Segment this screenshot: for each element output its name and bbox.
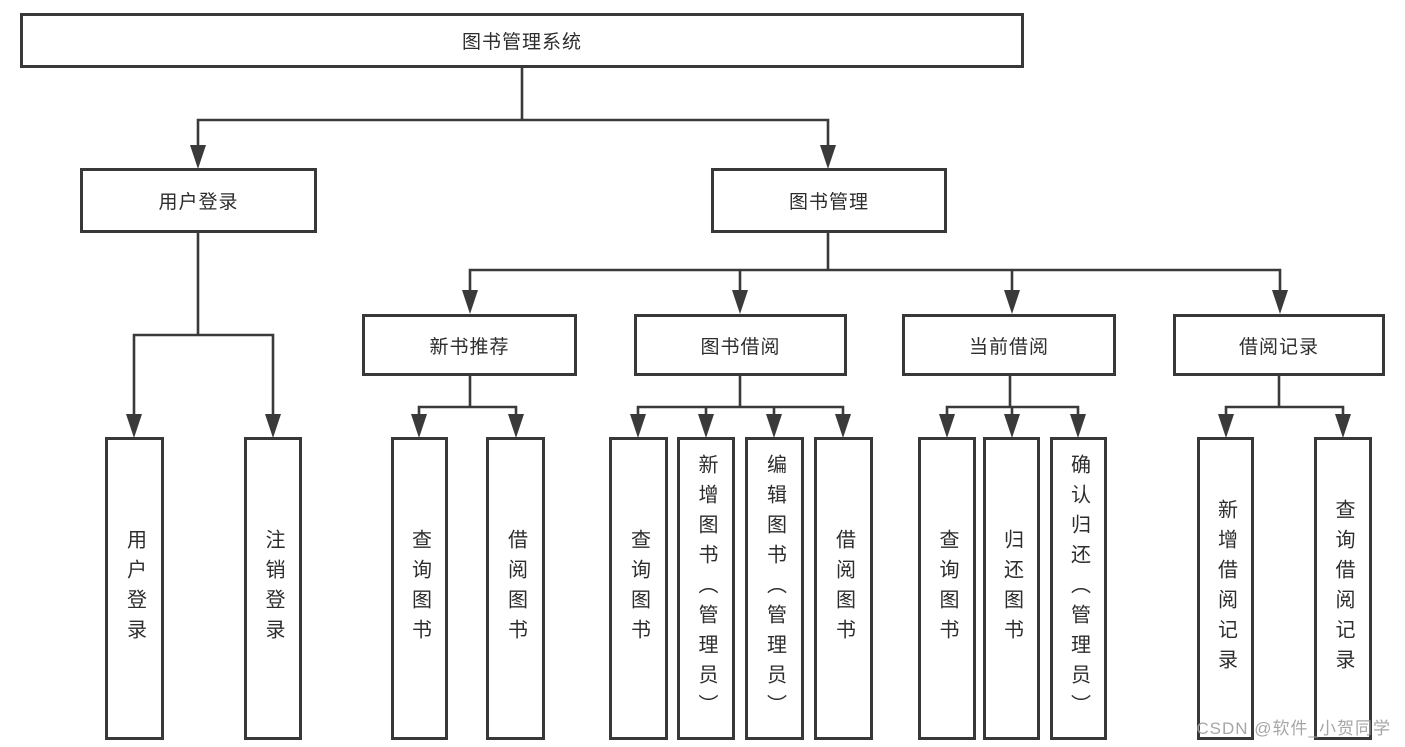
node-branch-user-login-label: 用户登录 — [158, 192, 239, 213]
node-leaf-borrow-books-1-label: 借阅图书 — [504, 528, 527, 649]
node-leaf-query-books-3-label: 查询图书 — [936, 528, 958, 649]
node-leaf-edit-books-admin-label: 编辑图书（管理员） — [763, 453, 786, 724]
node-leaf-add-borrow-record-label: 新增借阅记录 — [1214, 498, 1237, 679]
node-leaf-query-books-1-label: 查询图书 — [408, 528, 431, 649]
node-leaf-borrow-books-1: 借阅图书 — [486, 437, 545, 740]
node-leaf-edit-books-admin: 编辑图书（管理员） — [745, 437, 804, 740]
node-module-current-borrow-label: 当前借阅 — [968, 336, 1049, 358]
node-leaf-confirm-return-admin: 确认归还（管理员） — [1050, 437, 1107, 740]
node-root-system: 图书管理系统 — [20, 13, 1024, 68]
node-module-current-borrow: 当前借阅 — [902, 314, 1116, 376]
node-leaf-return-books-label: 归还图书 — [1000, 528, 1023, 649]
node-module-borrow-records: 借阅记录 — [1173, 314, 1385, 376]
node-leaf-query-books-1: 查询图书 — [391, 437, 448, 740]
node-leaf-add-books-admin-label: 新增图书（管理员） — [695, 453, 717, 724]
node-leaf-logout-label: 注销登录 — [262, 528, 284, 649]
csdn-watermark: CSDN @软件_小贺同学 — [1196, 719, 1391, 738]
node-leaf-user-login-label: 用户登录 — [123, 528, 146, 649]
node-leaf-borrow-books-2-label: 借阅图书 — [832, 528, 855, 649]
node-leaf-query-books-2: 查询图书 — [609, 437, 668, 740]
node-branch-book-management: 图书管理 — [711, 168, 947, 233]
node-leaf-add-borrow-record: 新增借阅记录 — [1197, 437, 1254, 740]
node-leaf-query-borrow-record: 查询借阅记录 — [1314, 437, 1372, 740]
node-leaf-logout: 注销登录 — [244, 437, 302, 740]
node-leaf-user-login: 用户登录 — [105, 437, 164, 740]
node-module-new-book-recommend: 新书推荐 — [362, 314, 577, 376]
node-module-book-borrow-label: 图书借阅 — [700, 336, 781, 358]
node-branch-user-login: 用户登录 — [80, 168, 317, 233]
node-leaf-borrow-books-2: 借阅图书 — [814, 437, 873, 740]
node-leaf-query-books-3: 查询图书 — [918, 437, 976, 740]
node-leaf-query-books-2-label: 查询图书 — [627, 528, 650, 649]
node-leaf-query-borrow-record-label: 查询借阅记录 — [1332, 498, 1354, 679]
node-leaf-add-books-admin: 新增图书（管理员） — [677, 437, 735, 740]
node-module-new-book-recommend-label: 新书推荐 — [429, 336, 510, 358]
node-leaf-confirm-return-admin-label: 确认归还（管理员） — [1067, 453, 1090, 724]
node-module-borrow-records-label: 借阅记录 — [1238, 336, 1319, 358]
node-module-book-borrow: 图书借阅 — [634, 314, 847, 376]
node-branch-book-management-label: 图书管理 — [788, 192, 869, 213]
node-root-label: 图书管理系统 — [461, 32, 582, 53]
node-leaf-return-books: 归还图书 — [983, 437, 1040, 740]
